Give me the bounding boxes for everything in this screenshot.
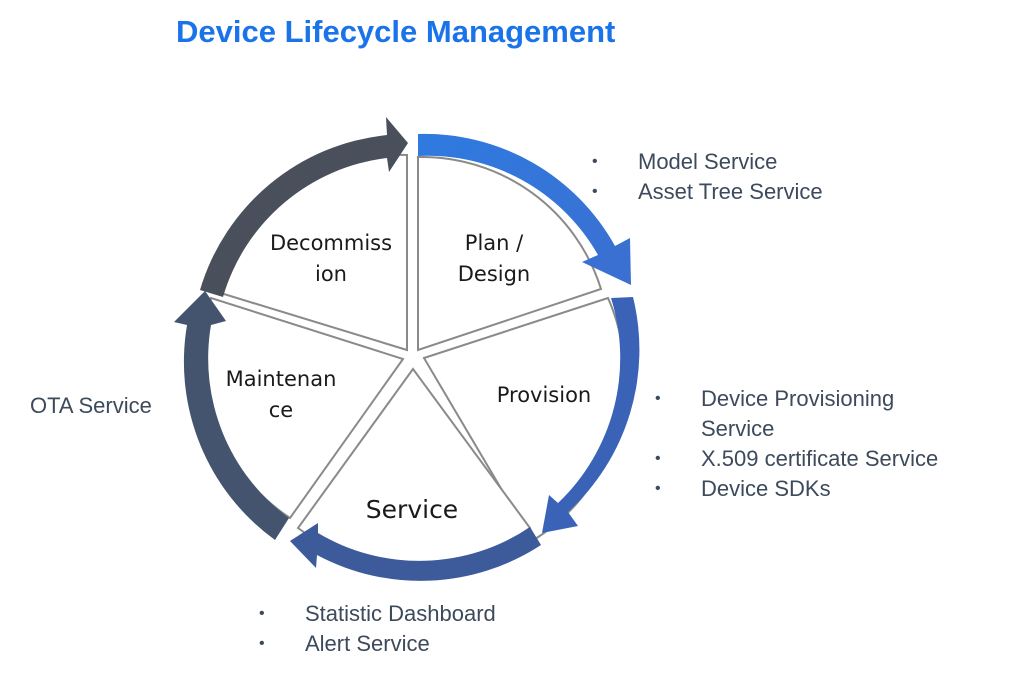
bullet-icon: • [592, 153, 598, 170]
decommission-label-line1: Decommiss [270, 231, 392, 255]
list-item: •Asset Tree Service [592, 177, 823, 207]
list-item: •Device Provisioning [655, 384, 938, 414]
maintenance-label-line1: Maintenan [226, 367, 337, 391]
plan-design-label-line2: Design [458, 262, 531, 286]
arrow-maintenance-to-decommission [174, 291, 289, 540]
provision-services-list: •Device Provisioning Service •X.509 cert… [655, 384, 938, 504]
plan-design-label-line1: Plan / [465, 231, 524, 255]
list-item: •Statistic Dashboard [259, 599, 496, 629]
list-item: •Alert Service [259, 629, 496, 659]
arrow-provision-to-service [542, 297, 640, 533]
bullet-icon: • [655, 390, 661, 407]
bullet-icon: • [259, 605, 265, 622]
service-label: Service [366, 495, 458, 524]
bullet-icon: • [655, 480, 661, 497]
list-item: •X.509 certificate Service [655, 444, 938, 474]
bullet-icon: • [259, 635, 265, 652]
maintenance-service-label: OTA Service [30, 393, 152, 418]
plan-services-list: •Model Service •Asset Tree Service [592, 147, 823, 207]
arrow-plan-to-provision [418, 133, 631, 285]
service-services-list: •Statistic Dashboard •Alert Service [259, 599, 496, 659]
page-title: Device Lifecycle Management [176, 14, 616, 49]
maintenance-label-line2: ce [269, 398, 293, 422]
bullet-icon: • [592, 183, 598, 200]
list-item: •Model Service [592, 147, 823, 177]
arrow-decommission-to-plan [200, 117, 408, 297]
arrow-service-to-maintenance [290, 523, 541, 581]
provision-label: Provision [497, 383, 592, 407]
list-item: •Device SDKs [655, 474, 938, 504]
decommission-label-line2: ion [315, 262, 347, 286]
list-item-continuation: Service [701, 416, 775, 441]
bullet-icon: • [655, 450, 661, 467]
